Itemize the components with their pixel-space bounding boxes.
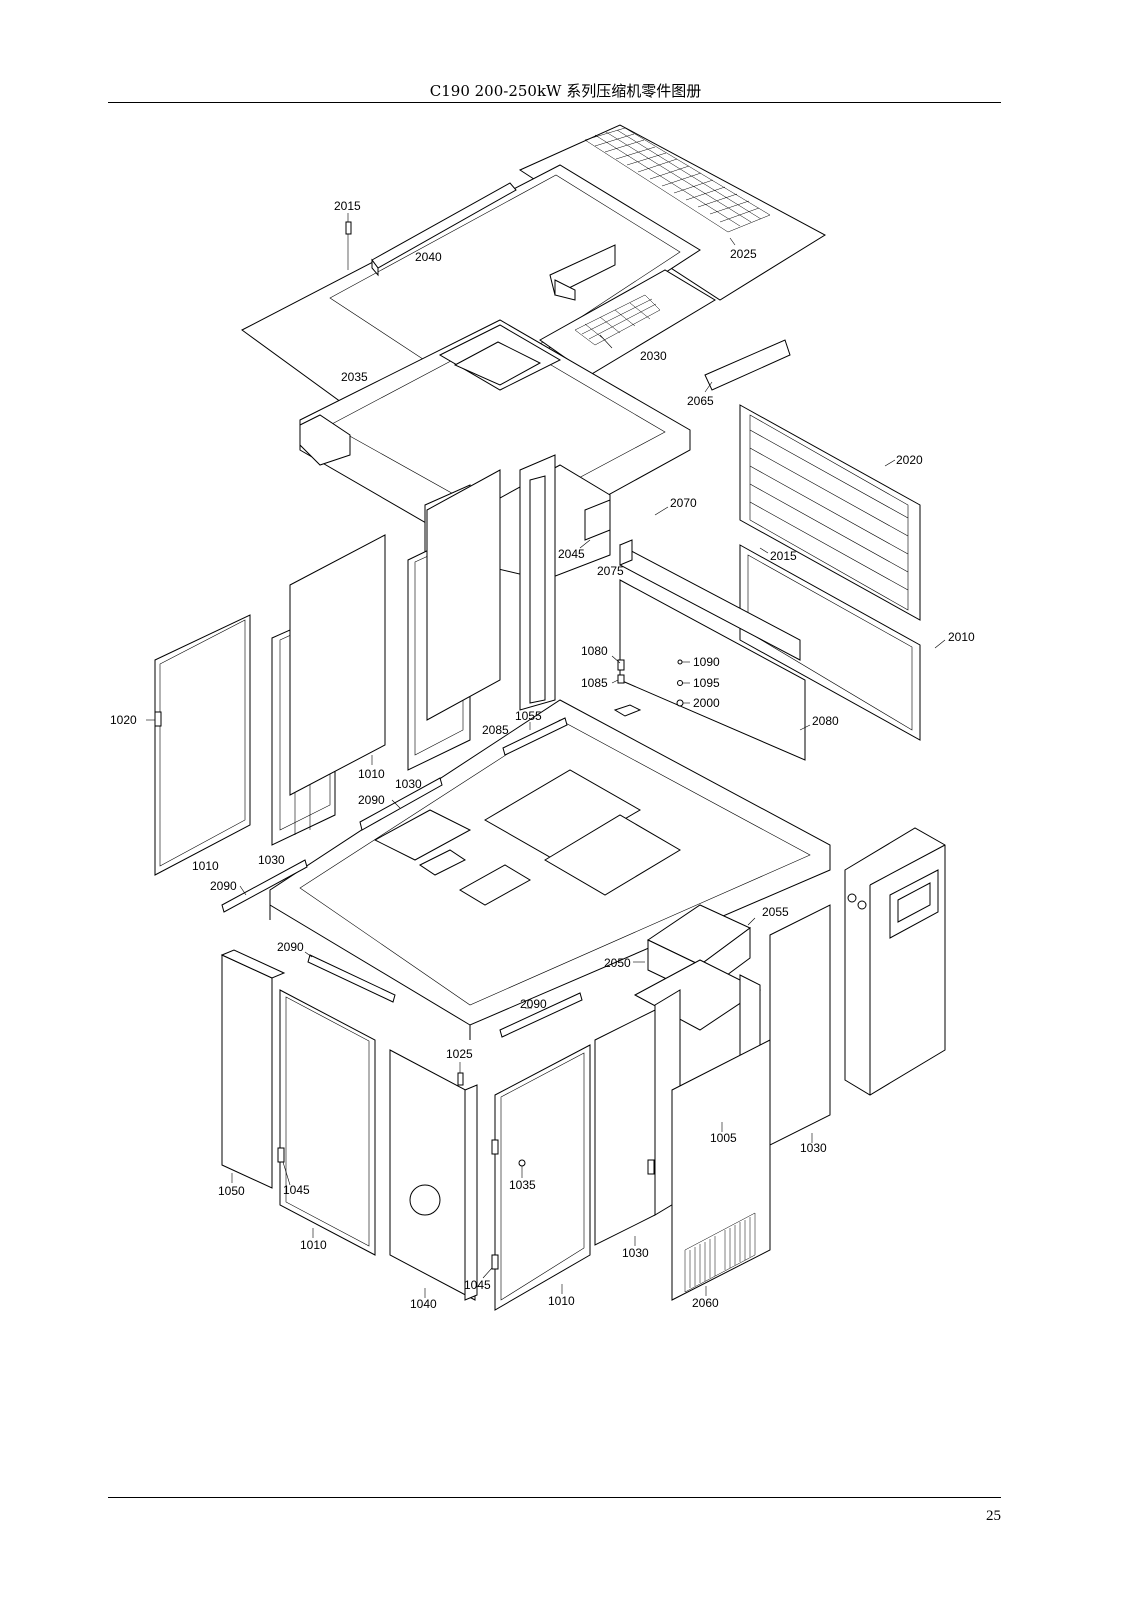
panel-1040 [389, 1049, 478, 1301]
callout-1080: 1080 [581, 644, 608, 658]
panel-2080 [619, 579, 806, 761]
callout-1045: 1045 [464, 1278, 491, 1292]
callouts: 2015 2040 2025 2030 2035 2065 2020 2070 … [110, 199, 975, 1311]
roof-strip-2040 [371, 182, 517, 277]
callout-2030: 2030 [640, 349, 667, 363]
callout-2090: 2090 [277, 940, 304, 954]
callout-1050: 1050 [218, 1184, 245, 1198]
roof-panel-2025 [518, 124, 826, 301]
callout-2050: 2050 [604, 956, 631, 970]
page-title: C190 200-250kW 系列压缩机零件图册 [429, 82, 702, 100]
callout-2000: 2000 [693, 696, 720, 710]
callout-1030: 1030 [258, 853, 285, 867]
callout-2085: 2085 [482, 723, 509, 737]
callout-2015: 2015 [770, 549, 797, 563]
panel-1010-back [426, 469, 501, 721]
panel-1020 [154, 614, 251, 876]
callout-1045: 1045 [283, 1183, 310, 1197]
footer-rule [108, 1497, 1001, 1498]
callout-1040: 1040 [410, 1297, 437, 1311]
callout-2080: 2080 [812, 714, 839, 728]
callout-1030: 1030 [622, 1246, 649, 1260]
callout-2035: 2035 [341, 370, 368, 384]
callout-1095: 1095 [693, 676, 720, 690]
callout-2010: 2010 [948, 630, 975, 644]
strip-2090-b [221, 859, 308, 913]
callout-1020: 1020 [110, 713, 137, 727]
callout-2025: 2025 [730, 247, 757, 261]
callout-1090: 1090 [693, 655, 720, 669]
callout-1055: 1055 [515, 709, 542, 723]
callout-1010: 1010 [300, 1238, 327, 1252]
callout-2090: 2090 [358, 793, 385, 807]
callout-2055: 2055 [762, 905, 789, 919]
callout-1010: 1010 [548, 1294, 575, 1308]
hinges [154, 711, 655, 1270]
callout-2060: 2060 [692, 1296, 719, 1310]
callout-2065: 2065 [687, 394, 714, 408]
panel-1030-right [769, 904, 831, 1146]
header-rule [108, 102, 1001, 103]
callout-2070: 2070 [670, 496, 697, 510]
strip-2090-a [359, 777, 443, 831]
page-number: 25 [986, 1508, 1001, 1524]
strip-2090-c [307, 954, 396, 1003]
base-frame [269, 699, 831, 1040]
callout-1005: 1005 [710, 1131, 737, 1145]
door-1010-right [494, 1044, 591, 1311]
panel-2075 [619, 539, 801, 661]
callout-2090: 2090 [210, 879, 237, 893]
control-cabinet [844, 827, 946, 1096]
callout-2045: 2045 [558, 547, 585, 561]
callout-2020: 2020 [896, 453, 923, 467]
strip-2065 [704, 339, 791, 391]
panel-1030-front [594, 1009, 656, 1246]
callout-2040: 2040 [415, 250, 442, 264]
callout-1010: 1010 [358, 767, 385, 781]
panel-1010-left [289, 534, 386, 796]
callout-1025: 1025 [446, 1047, 473, 1061]
callout-2015: 2015 [334, 199, 361, 213]
callout-1085: 1085 [581, 676, 608, 690]
callout-1035: 1035 [509, 1178, 536, 1192]
leader-lines [146, 213, 946, 1298]
bolt-2015 [345, 221, 352, 270]
callout-1010: 1010 [192, 859, 219, 873]
strip-2085 [502, 717, 568, 756]
callout-2075: 2075 [597, 564, 624, 578]
strip-2090-d [499, 992, 583, 1038]
louvre-panel-2020 [739, 404, 921, 621]
callout-1030: 1030 [395, 777, 422, 791]
panel-1005 [671, 1039, 771, 1301]
callout-1030: 1030 [800, 1141, 827, 1155]
callout-2090: 2090 [520, 997, 547, 1011]
door-1010-left [279, 989, 376, 1256]
panel-1050 [220, 949, 286, 1189]
